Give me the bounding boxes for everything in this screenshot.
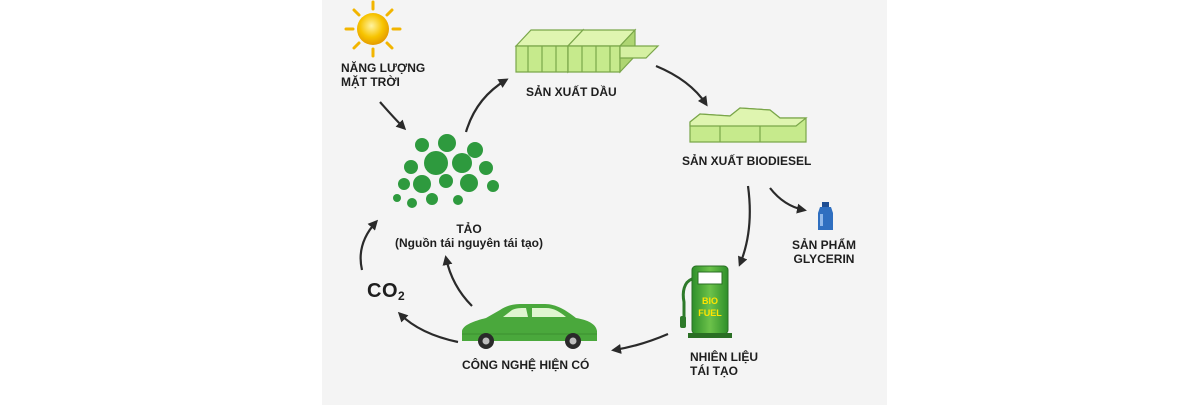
arrow-car-to-algae (442, 255, 473, 307)
co2-label: CO2 (367, 281, 406, 303)
arrow-algae-to-oil (464, 78, 509, 133)
renewable-fuel-label: NHIÊN LIỆU TÁI TẠO (690, 350, 758, 378)
existing-technology-label: CÔNG NGHỆ HIỆN CÓ (462, 358, 590, 372)
sun-icon (344, 0, 402, 58)
glycerin-bottle-icon (818, 202, 833, 230)
pump-text-bio: BIO (702, 296, 718, 306)
arrow-biodiesel-to-pump (738, 185, 751, 267)
sun-label-line1: NĂNG LƯỢNG (341, 61, 426, 75)
car-icon (462, 304, 597, 349)
glycerin-label-line2: GLYCERIN (793, 252, 855, 266)
biodiesel-refinery-icon (689, 107, 808, 143)
co2-main: CO (367, 280, 398, 302)
renewable-fuel-line2: TÁI TẠO (690, 364, 738, 378)
oil-production-icon (514, 28, 660, 74)
oil-production-label: SẢN XUẤT DẦU (526, 85, 617, 99)
arrow-oil-to-biodiesel (655, 64, 708, 107)
sun-label: NĂNG LƯỢNG MẶT TRỜI (341, 61, 425, 89)
arrow-car-to-co2 (397, 311, 459, 344)
biodiesel-production-label: SẢN XUẤT BIODIESEL (682, 154, 812, 168)
biofuel-pump-icon: BIO FUEL (680, 265, 732, 338)
arrow-co2-to-algae (359, 219, 379, 271)
pump-text-fuel: FUEL (698, 308, 722, 318)
arrow-sun-to-algae (379, 101, 407, 131)
cycle-arrows (359, 64, 807, 354)
renewable-fuel-line1: NHIÊN LIỆU (690, 350, 759, 364)
glycerin-label-line1: SẢN PHẨM (791, 238, 856, 252)
algae-cluster-icon (393, 134, 499, 208)
algae-label: TẢO (Nguồn tái nguyên tái tạo) (394, 222, 544, 250)
co2-subscript: 2 (398, 289, 406, 303)
sun-label-line2: MẶT TRỜI (341, 75, 400, 89)
algae-label-line2: (Nguồn tái nguyên tái tạo) (395, 236, 543, 250)
arrow-biodiesel-to-glycerin (769, 187, 807, 214)
algae-label-line1: TẢO (456, 222, 482, 236)
arrow-pump-to-car (611, 332, 669, 354)
glycerin-label: SẢN PHẨM GLYCERIN (784, 238, 864, 266)
